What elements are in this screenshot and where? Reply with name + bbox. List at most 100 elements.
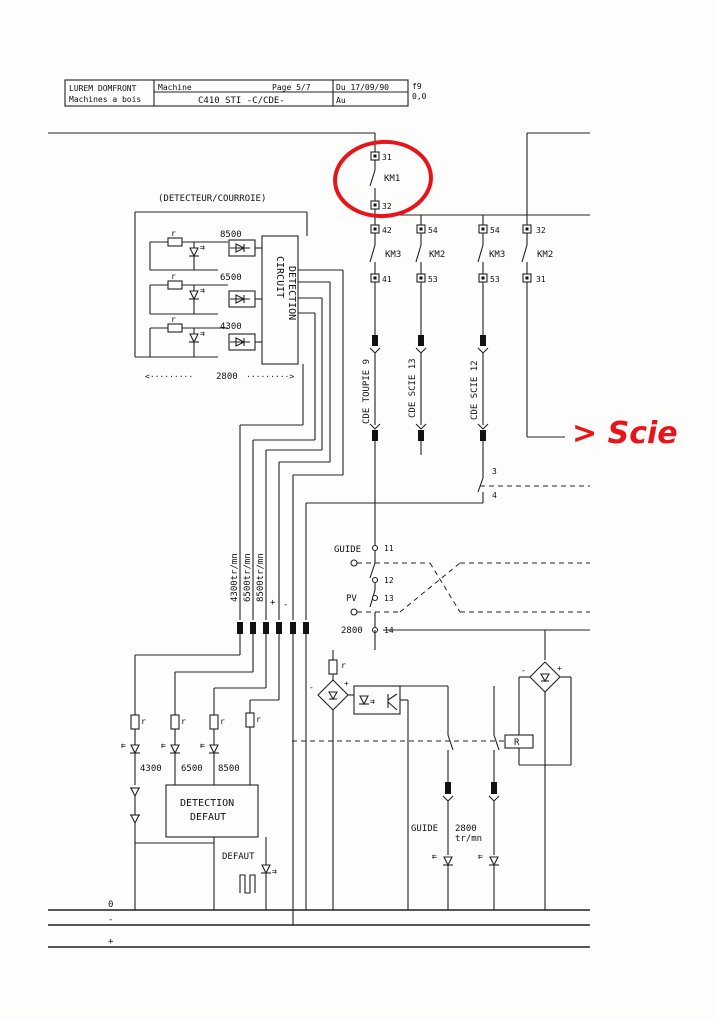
bridge-plus: +: [344, 679, 349, 688]
resistor-label: r: [141, 717, 146, 726]
connector-label-toupie: CDE TOUPIE 9: [362, 359, 372, 424]
connector-scie-12: CDE SCIE 12: [470, 282, 489, 503]
span-arrow-left: <·········: [145, 372, 193, 381]
col1-terminal-top: 42: [382, 226, 392, 235]
detector-row-4300: r ⇉ 4300: [149, 315, 262, 357]
light-emission-icon: ⇉: [200, 243, 205, 252]
connector-toupie: CDE TOUPIE 9: [362, 282, 381, 548]
col2-terminal-top: 54: [428, 226, 438, 235]
contact-column-1: 42 KM3 41: [369, 224, 401, 284]
belt-detector: (DETECTEUR/COURROIE) r ⇉ 8500 r: [134, 194, 344, 475]
detection-defaut-line1: DETECTION: [180, 798, 234, 809]
date-from: Du 17/09/90: [336, 83, 389, 92]
connector-scie-13: CDE SCIE 13: [408, 282, 427, 455]
relay-bridge-plus: +: [557, 664, 562, 673]
col1-label: KM3: [385, 250, 401, 260]
harness-minus: -: [283, 600, 288, 610]
pulse-signal-icon: [239, 874, 256, 894]
col1-terminal-bottom: 41: [382, 275, 392, 284]
detection-defaut-box: [165, 784, 259, 838]
km1-terminal-top: 31: [382, 153, 392, 162]
led-label-6500: 6500: [181, 764, 203, 774]
circuit-label: CIRCUIT: [274, 256, 285, 298]
harness-label-8500: 8500tr/mn: [256, 553, 266, 602]
date-to: Au: [336, 96, 346, 105]
col4-label: KM2: [537, 250, 553, 260]
col4-terminal-top: 32: [536, 226, 546, 235]
rail-label-0: 0: [108, 900, 113, 910]
harness: 4300tr/mn 6500tr/mn 8500tr/mn + -: [230, 424, 375, 735]
guide-lamp-label: GUIDE: [411, 824, 438, 834]
rail-label-plus: +: [108, 937, 114, 947]
led-emission-icon: ⇇: [200, 741, 205, 750]
led-emission-icon: ⇇: [161, 741, 166, 750]
company-name: LUREM DOMFRONT: [69, 84, 137, 93]
detection-defaut-line2: DEFAUT: [190, 812, 226, 823]
detector-title: (DETECTEUR/COURROIE): [158, 194, 266, 204]
pv-label: PV: [346, 594, 357, 604]
selector-2800-label: 2800: [341, 626, 363, 636]
resistor-label: r: [220, 717, 225, 726]
span-arrow-right: ·········>: [246, 372, 294, 381]
light-emission-icon: ⇉: [200, 329, 205, 338]
col2-terminal-bottom: 53: [428, 275, 438, 284]
relay-coil: [504, 734, 534, 749]
guide-lamp-emission-icon: ⇇: [432, 852, 437, 861]
resistor-label: r: [256, 715, 261, 724]
col3-terminal-bottom: 53: [490, 275, 500, 284]
relay-section: - + R: [504, 630, 572, 910]
span-label: 2800: [216, 372, 238, 382]
indicator-lamps: GUIDE 2800 tr/mn ⇇ ⇇: [411, 686, 500, 910]
lower-left-circuit: r r r ⇇ ⇇ ⇇ 4300 6500 8500 DETECTION DEF…: [121, 654, 279, 910]
bridge-minus: -: [309, 683, 314, 692]
detection-label: DETECTION: [286, 266, 297, 320]
contact-column-3: 54 KM3 53: [477, 215, 505, 284]
col3-label: KM3: [489, 250, 505, 260]
detector-row-8500: r ⇉ 8500: [149, 229, 262, 271]
bridge-and-opto: r - + ⇉: [309, 630, 448, 910]
defaut-label: DEFAUT: [222, 852, 255, 862]
speed-label-4300: 4300: [220, 322, 242, 332]
km1-contact: 31 KM1 32: [369, 151, 400, 211]
relay-bridge-minus: -: [521, 666, 526, 675]
machine-model: C410 STI -C/CDE-: [198, 96, 285, 106]
col4-terminal-bottom: 31: [536, 275, 546, 284]
col3-terminal-top: 54: [490, 226, 500, 235]
km1-label: KM1: [384, 174, 400, 184]
led-label-8500: 8500: [218, 764, 240, 774]
red-circle-highlight: [333, 139, 433, 219]
detector-row-6500: r ⇉ 6500: [149, 272, 262, 315]
led-emission-icon: ⇇: [121, 741, 126, 750]
contact-column-2: 54 KM2 53: [415, 215, 445, 284]
speed-label-6500: 6500: [220, 273, 242, 283]
speed-label-8500: 8500: [220, 230, 242, 240]
page-number: Page 5/7: [272, 83, 311, 92]
machine-label: Machine: [158, 83, 192, 92]
title-block: LUREM DOMFRONT Machines a bois Machine P…: [64, 79, 427, 107]
harness-label-4300: 4300tr/mn: [230, 553, 240, 602]
selector-terminal-11: 11: [384, 544, 394, 553]
switch-terminal-4: 4: [492, 491, 497, 500]
selector-terminal-13: 13: [384, 594, 394, 603]
relay-rectifier-bridge: [529, 661, 561, 693]
optocoupler: [353, 685, 401, 715]
scie-annotation: > Scie: [572, 416, 678, 451]
selector-switch: GUIDE PV 2800 11 12 13 14: [334, 544, 590, 636]
contact-column-4: 32 KM2 31: [521, 224, 553, 284]
lamp-rpm-label: 2800: [455, 824, 477, 834]
lamp-rpm-unit: tr/mn: [455, 834, 482, 844]
resistor-label: r: [171, 315, 176, 324]
resistor-label: r: [171, 272, 176, 281]
resistor-label: r: [171, 229, 176, 238]
connector-label-scie-12: CDE SCIE 12: [470, 360, 480, 420]
switch-terminal-3: 3: [492, 467, 497, 476]
opto-emission-icon: ⇉: [370, 697, 375, 706]
circuit-detection-box: [261, 235, 299, 365]
resistor-label: r: [341, 661, 346, 670]
rail-label-minus: -: [108, 915, 113, 925]
revision: 0,0: [412, 92, 427, 101]
connector-label-scie-13: CDE SCIE 13: [408, 358, 418, 418]
relay-label: R: [514, 738, 520, 748]
